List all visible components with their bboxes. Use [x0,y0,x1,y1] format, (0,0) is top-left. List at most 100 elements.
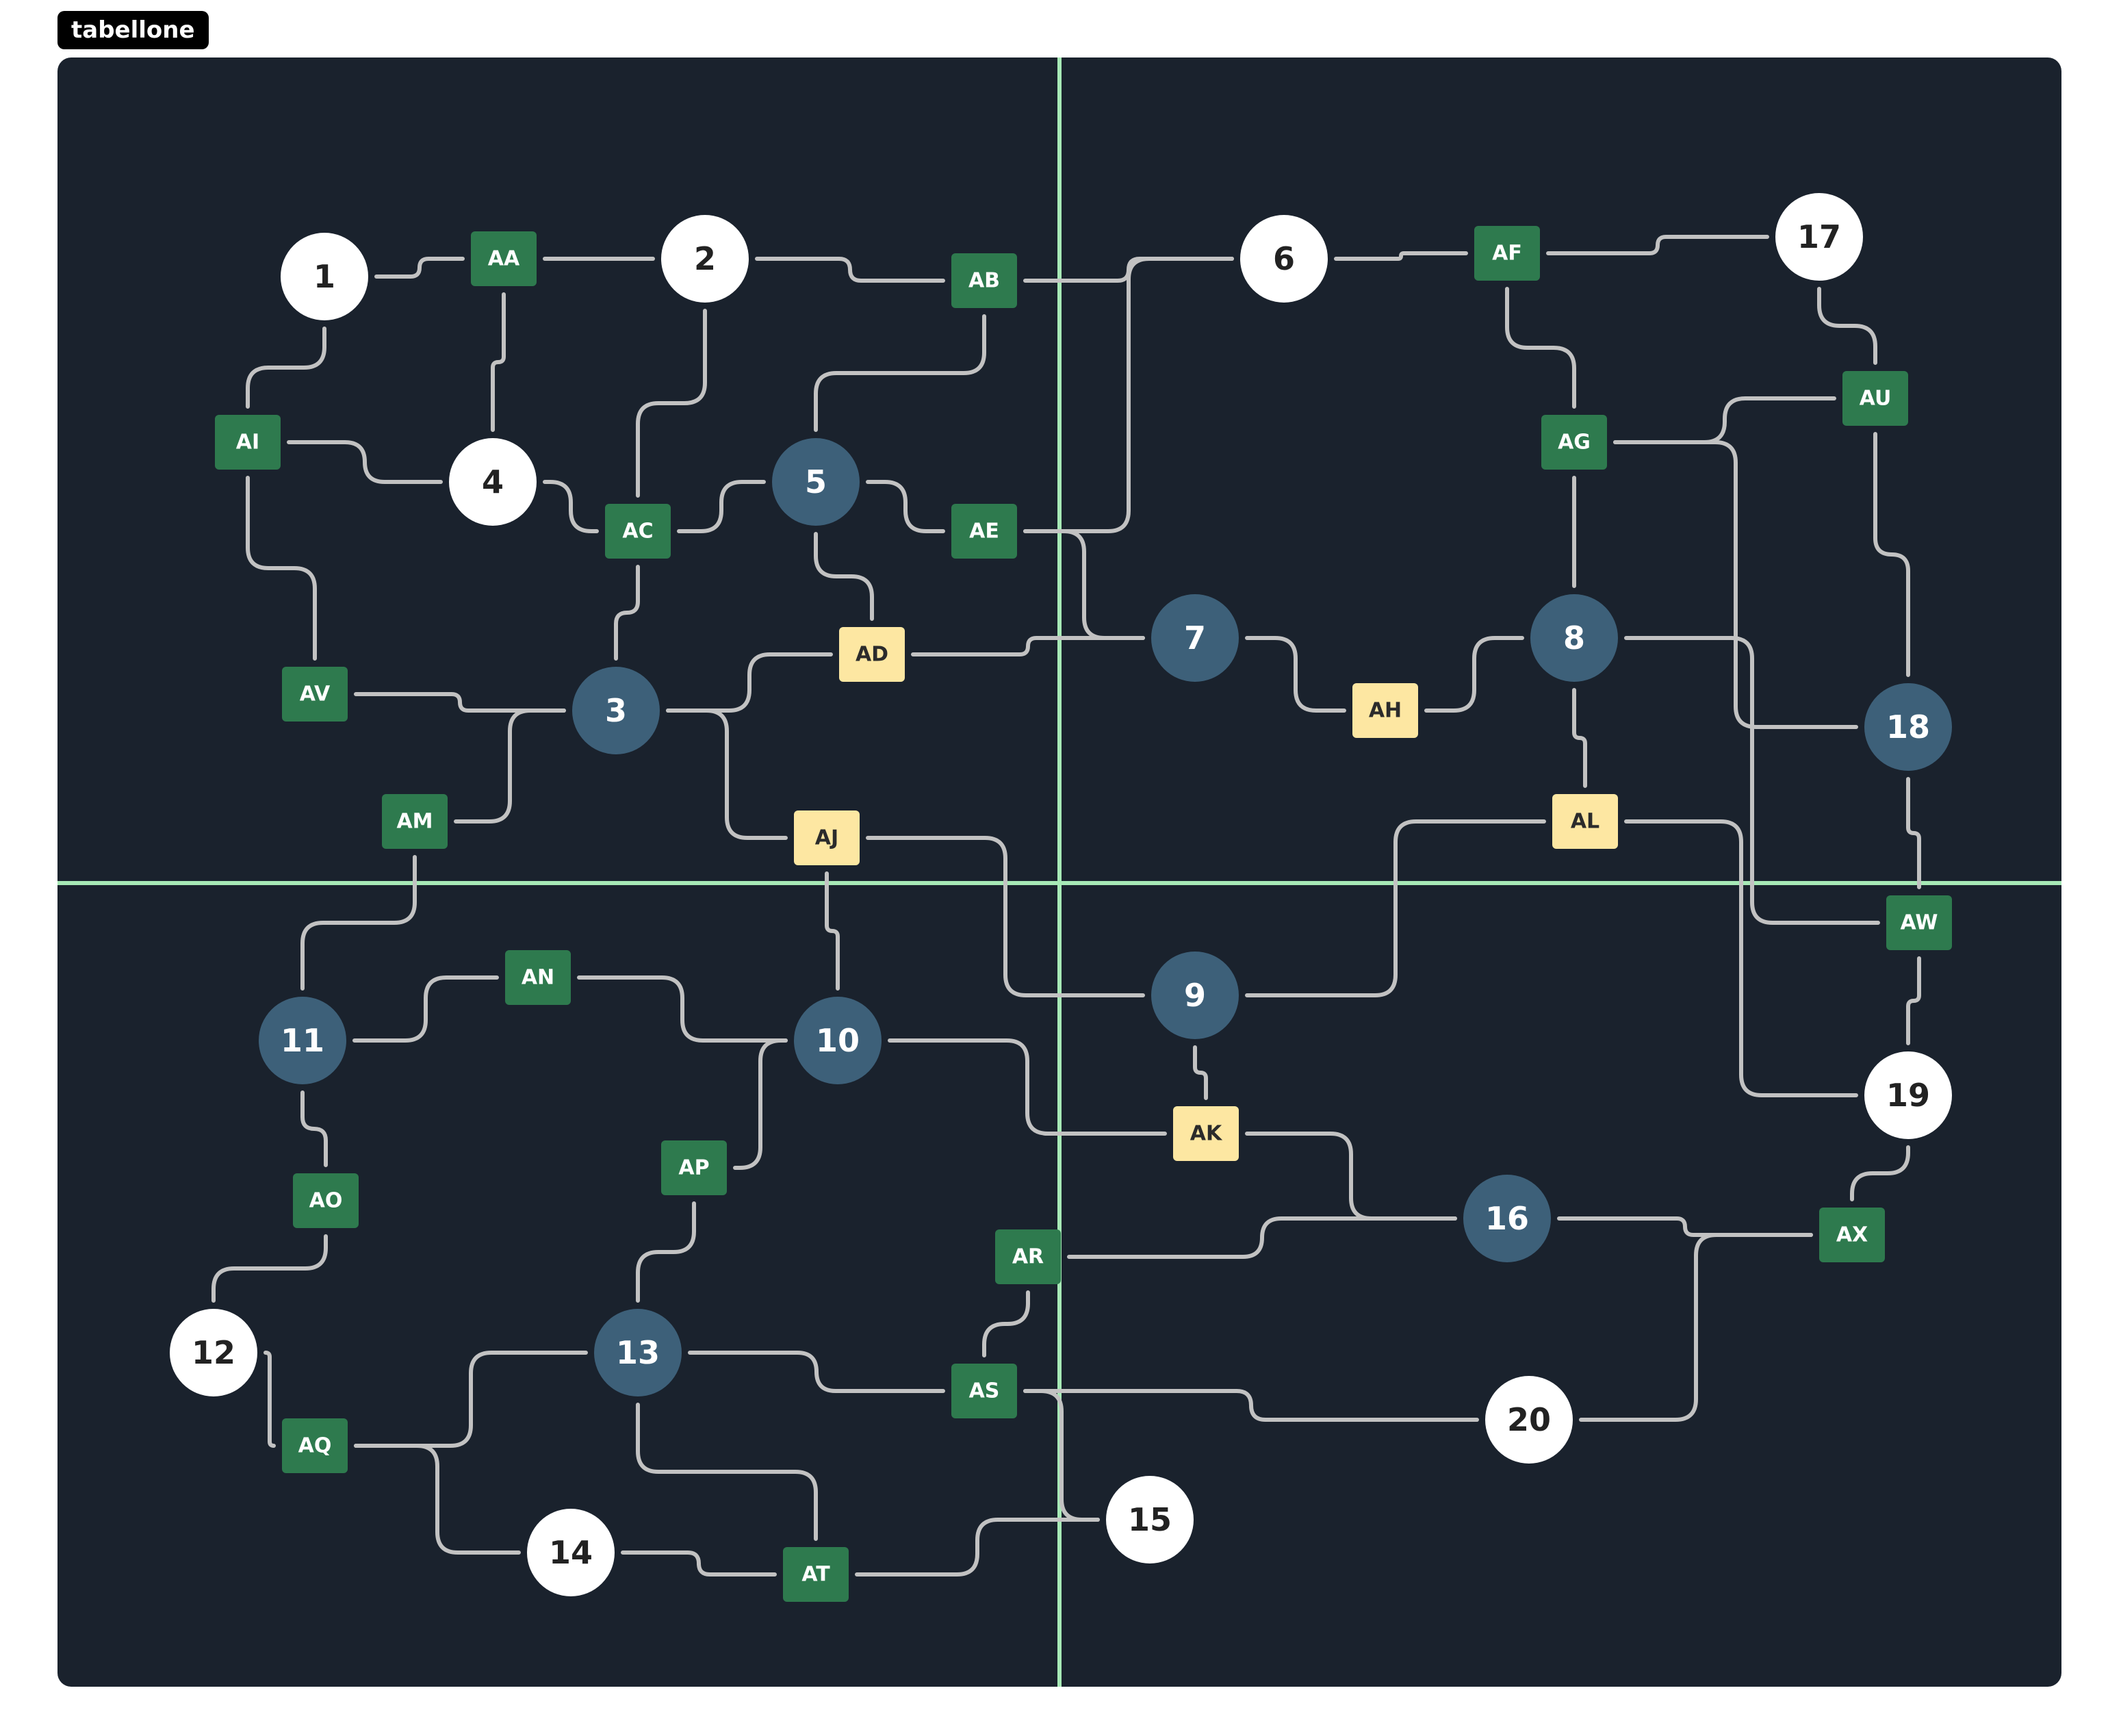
edge-AC-3 [614,565,640,661]
board-title-tag: tabellone [57,11,209,49]
node-AH[interactable]: AH [1352,683,1418,738]
node-2[interactable]: 2 [661,215,749,303]
edge-1-AA [374,257,465,279]
node-3-circle [572,667,660,754]
edge-AN-10 [577,975,788,1043]
node-3-label: 3 [605,692,627,729]
node-16[interactable]: 16 [1463,1175,1551,1262]
edge-AC-5 [677,480,766,533]
node-13[interactable]: 13 [594,1309,682,1396]
node-AQ[interactable]: AQ [282,1418,348,1473]
node-AT-box [783,1547,849,1602]
node-AU[interactable]: AU [1842,371,1908,426]
node-12[interactable]: 12 [170,1309,257,1396]
node-18-label: 18 [1886,709,1930,745]
node-AF-box [1474,226,1540,281]
edge-8-AW [1624,636,1880,925]
node-AB[interactable]: AB [951,253,1017,308]
node-AS[interactable]: AS [951,1364,1017,1418]
node-AB-label: AB [968,269,1000,293]
edge-18-AW [1906,777,1921,889]
edge-10-AP [733,1038,788,1170]
node-19-circle [1864,1051,1952,1139]
node-AN[interactable]: AN [505,950,571,1005]
node-10[interactable]: 10 [794,997,882,1084]
node-3[interactable]: 3 [572,667,660,754]
node-AC-label: AC [622,520,653,544]
node-AP-box [661,1140,727,1195]
node-AQ-label: AQ [298,1434,332,1458]
edge-2-AC [636,309,707,498]
node-14[interactable]: 14 [527,1509,615,1596]
edge-3-AD [666,652,833,713]
node-AF[interactable]: AF [1474,226,1540,281]
node-16-circle [1463,1175,1551,1262]
node-AT[interactable]: AT [783,1547,849,1602]
node-AU-box [1842,371,1908,426]
node-8[interactable]: 8 [1530,594,1618,682]
node-AC-box [605,504,671,559]
node-7-label: 7 [1184,620,1206,656]
node-20[interactable]: 20 [1485,1376,1573,1464]
node-AE-box [951,504,1017,559]
node-AR[interactable]: AR [995,1229,1061,1284]
edge-AG-AU [1613,396,1836,444]
node-17[interactable]: 17 [1775,193,1863,281]
node-AI-box [215,415,281,470]
node-AN-label: AN [522,966,554,990]
node-AE[interactable]: AE [951,504,1017,559]
node-AM[interactable]: AM [382,794,448,849]
node-AH-box [1352,683,1418,738]
node-7[interactable]: 7 [1151,594,1239,682]
node-AB-box [951,253,1017,308]
node-AX[interactable]: AX [1819,1208,1885,1262]
edge-3-AM [454,709,566,824]
edge-AK-16 [1245,1132,1457,1221]
node-AP-label: AP [678,1156,709,1180]
node-AK[interactable]: AK [1173,1106,1239,1161]
node-AP[interactable]: AP [661,1140,727,1195]
edge-4-AC [543,480,599,533]
edge-AF-AG [1505,287,1576,409]
edge-AB-5 [814,314,986,432]
node-6[interactable]: 6 [1240,215,1328,303]
node-AG[interactable]: AG [1541,415,1607,470]
edge-9-AK [1193,1045,1208,1100]
node-AD[interactable]: AD [839,627,905,682]
node-AL[interactable]: AL [1552,794,1618,849]
node-AC[interactable]: AC [605,504,671,559]
node-4[interactable]: 4 [449,438,537,526]
node-AV[interactable]: AV [282,667,348,722]
edge-14-AT [621,1550,777,1577]
node-AA[interactable]: AA [471,231,537,286]
node-15-circle [1106,1476,1194,1563]
node-18[interactable]: 18 [1864,683,1952,771]
edge-AE-7 [1023,529,1145,640]
node-AO[interactable]: AO [293,1173,359,1228]
edge-17-AU [1817,287,1877,365]
node-AI[interactable]: AI [215,415,281,470]
node-9[interactable]: 9 [1151,952,1239,1039]
edge-AQ-14 [354,1444,521,1555]
node-14-label: 14 [549,1534,593,1571]
node-9-label: 9 [1184,977,1206,1014]
node-AA-box [471,231,537,286]
node-AV-label: AV [300,682,331,706]
edge-AR-16 [1067,1216,1457,1259]
node-AW[interactable]: AW [1886,895,1952,950]
edge-AX-20 [1579,1233,1813,1422]
node-11-circle [259,997,346,1084]
node-AM-label: AM [396,810,433,834]
node-5[interactable]: 5 [772,438,860,526]
edge-AF-17 [1546,235,1769,255]
node-11[interactable]: 11 [259,997,346,1084]
node-19[interactable]: 19 [1864,1051,1952,1139]
node-AJ[interactable]: AJ [794,810,860,865]
node-1[interactable]: 1 [281,233,368,320]
node-15[interactable]: 15 [1106,1476,1194,1563]
edge-AS-20 [1023,1389,1479,1422]
node-2-circle [661,215,749,303]
edge-AH-8 [1424,636,1524,713]
